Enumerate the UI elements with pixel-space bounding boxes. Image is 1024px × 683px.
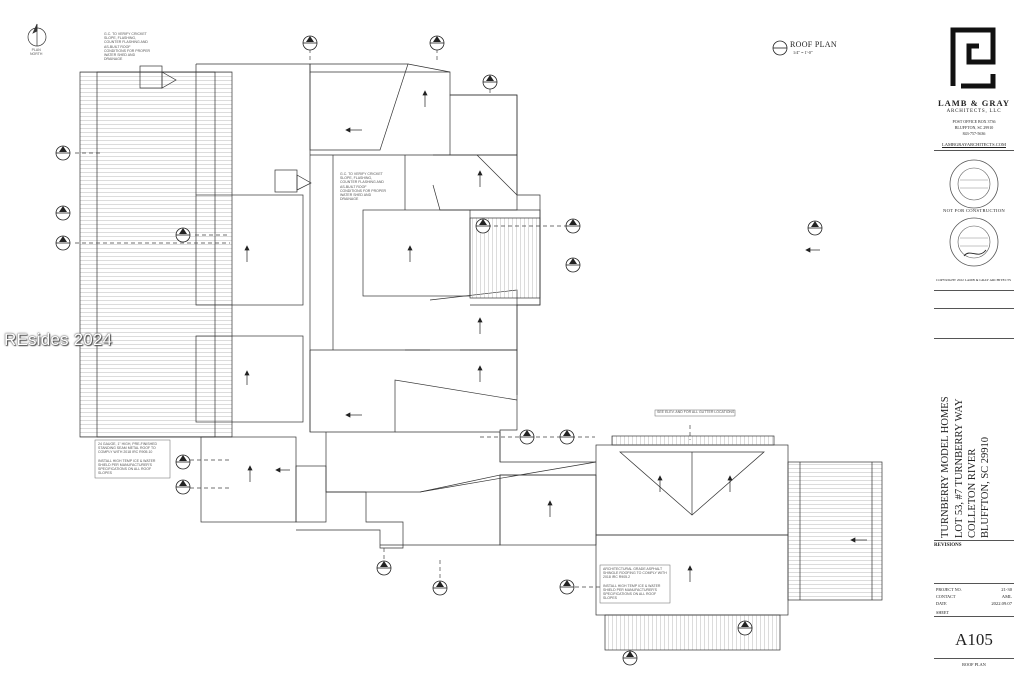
project-line: COLLETON RIVER — [967, 448, 978, 538]
meta-label: SHEET — [936, 610, 950, 615]
drawing-title: ROOF PLAN — [790, 40, 837, 49]
firm-subtitle: ARCHITECTS, LLC — [946, 109, 1002, 114]
shingle-roof-note: ARCHITECTURAL GRADE ASPHALT SHINGLE ROOF… — [603, 567, 667, 601]
architect-seal-icon — [949, 217, 999, 267]
sheet-name: ROOF PLAN — [962, 662, 986, 667]
meta-label: CONTACT — [936, 594, 956, 599]
sheet-number: A105 — [955, 630, 993, 649]
hip-roof-block-2 — [195, 335, 304, 423]
metal-roof-west — [79, 71, 233, 438]
metal-roof-east — [787, 461, 883, 601]
firm-logo-icon — [950, 27, 996, 89]
copyright: COPYRIGHT 2022 LAMB & GRAY ARCHITECTS — [936, 278, 1012, 282]
revisions-label: REVISIONS — [934, 543, 962, 548]
firm-website: LAMBGRAYARCHITECTS.COM — [942, 142, 1006, 147]
meta-value: 21-30 — [1001, 587, 1012, 592]
watermark: REsides 2024 — [4, 330, 113, 349]
cricket-note-center: G.C. TO VERIFY CRICKET SLOPE, FLASHING, … — [340, 172, 387, 202]
address-line: BLUFFTON, SC 29910 — [954, 125, 994, 130]
seal-stamp-icon — [949, 159, 999, 209]
address-line: 843-757-5636 — [962, 131, 986, 136]
meta-label: PROJECT NO. — [936, 587, 962, 592]
project-line: BLUFFTON, SC 29910 — [980, 436, 991, 538]
north-label: PLAN NORTH — [30, 48, 43, 57]
metal-roof-note: 24 GAUGE, 1" HIGH, PRE-FINISHED STANDING… — [98, 442, 158, 476]
hip-roof-block-4 — [200, 436, 297, 523]
not-for-construction: NOT FOR CONSTRUCTION — [942, 208, 1006, 213]
drawing-scale: 1/4" = 1'-0" — [793, 50, 813, 55]
project-title-block: TURNBERRY MODEL HOMES LOT 53, #7 TURNBER… — [940, 348, 1024, 538]
north-arrow-icon — [27, 23, 47, 47]
gutter-note: SEE ELEV. AND FOR ALL GUTTER LOCATIONS — [657, 410, 735, 414]
project-line: LOT 53, #7 TURNBERRY WAY — [954, 398, 965, 538]
hip-roof-block-1 — [195, 194, 304, 306]
project-line: TURNBERRY MODEL HOMES — [940, 396, 951, 538]
meta-label: DATE — [936, 601, 947, 606]
meta-value: 2022.09.07 — [991, 601, 1012, 606]
cricket-note-nw: G.C. TO VERIFY CRICKET SLOPE, FLASHING, … — [104, 32, 151, 62]
address-line: POST OFFICE BOX 3736 — [952, 119, 996, 124]
metal-roof-south — [604, 614, 781, 651]
title-block: LAMB & GRAY ARCHITECTS, LLC POST OFFICE … — [934, 18, 1014, 673]
hip-roof-block-3 — [362, 209, 471, 297]
firm-name: LAMB & GRAY — [937, 98, 1011, 108]
meta-value: AML — [1001, 594, 1012, 599]
